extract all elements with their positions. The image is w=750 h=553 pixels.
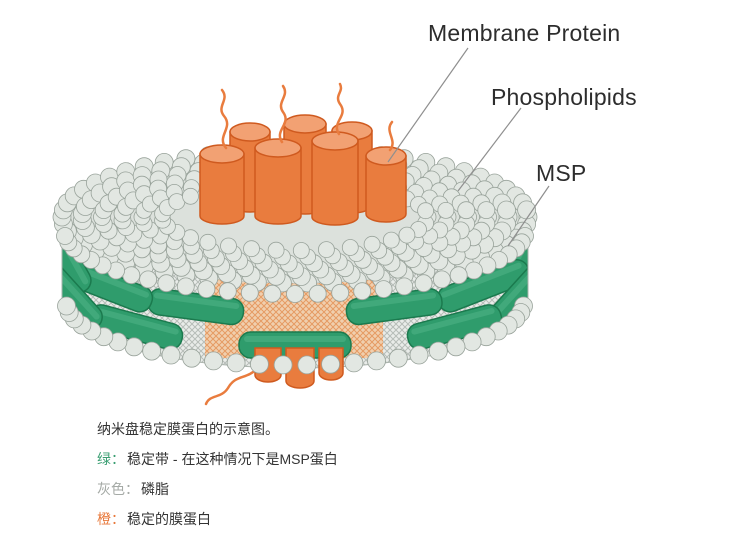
phospholipid-upper-side-row bbox=[56, 227, 534, 303]
legend-item-gray: 灰色：磷脂 bbox=[97, 479, 338, 499]
protein-tail-squiggle-top bbox=[278, 84, 287, 144]
legend-desc-gray: 磷脂 bbox=[141, 481, 169, 497]
label-pointer-lines bbox=[387, 47, 550, 247]
legend-term-orange: 橙： bbox=[97, 511, 125, 527]
legend-desc-green: 稳定带 - 在这种情况下是MSP蛋白 bbox=[127, 451, 338, 467]
nanodisc-illustration bbox=[52, 47, 550, 406]
legend-item-green: 绿：稳定带 - 在这种情况下是MSP蛋白 bbox=[97, 449, 338, 469]
legend-term-green: 绿： bbox=[97, 451, 125, 467]
label-membrane-protein: Membrane Protein bbox=[428, 20, 621, 46]
protein-tail-squiggle-top bbox=[335, 82, 344, 136]
caption-block: 纳米盘稳定膜蛋白的示意图。 绿：稳定带 - 在这种情况下是MSP蛋白 灰色：磷脂… bbox=[97, 419, 338, 539]
label-phospholipids: Phospholipids bbox=[491, 84, 637, 110]
msp-green-cylinder bbox=[406, 304, 503, 351]
protein-tail-squiggle-top bbox=[388, 120, 394, 152]
caption-title: 纳米盘稳定膜蛋白的示意图。 bbox=[97, 421, 279, 437]
legend-term-gray: 灰色： bbox=[97, 481, 139, 497]
membrane-protein-cluster bbox=[199, 82, 407, 226]
legend-item-orange: 橙：稳定的膜蛋白 bbox=[97, 509, 338, 529]
label-msp: MSP bbox=[536, 160, 587, 186]
legend-desc-orange: 稳定的膜蛋白 bbox=[127, 511, 211, 527]
protein-tail-squiggle-top bbox=[220, 88, 229, 150]
nanodisc-figure: Membrane Protein Phospholipids MSP bbox=[52, 20, 637, 406]
phospholipid-bottom-row bbox=[57, 296, 533, 375]
msp-green-cylinder bbox=[345, 288, 443, 326]
protein-tail-squiggle-bottom bbox=[204, 366, 260, 406]
